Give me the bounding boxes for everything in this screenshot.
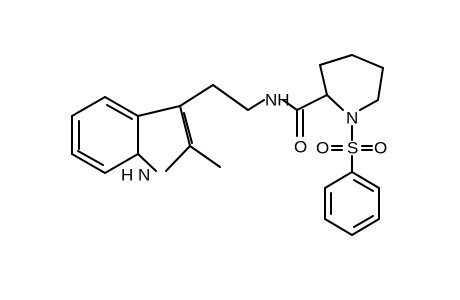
bond [282,99,298,111]
double-bond-inner [353,215,374,228]
bond [351,218,380,236]
bond [319,54,353,66]
indole-benzene-ring [71,96,139,174]
bond [359,99,379,111]
indole-pyrrole-ring [137,105,193,172]
bond [326,94,344,111]
bond [247,99,265,111]
bond [137,105,181,117]
bond [351,54,384,69]
bond [319,64,328,96]
pyrrolidine-ring [319,54,384,111]
bond [165,145,191,172]
bond [324,218,353,236]
bond [104,153,139,174]
bond [71,153,106,174]
methyl-bond [189,145,221,168]
bond [212,84,249,111]
double-bond-inner [77,150,104,166]
sulfonyl-oxygen-left-label: O [316,138,329,157]
double-bond-inner [353,179,374,192]
double-bond-inner [183,112,193,144]
bond [377,67,384,101]
bond [296,94,328,111]
carbonyl-oxygen-label: O [294,137,307,156]
bond [137,153,157,172]
bond [324,171,353,189]
pyrrolidine-nitrogen-label: N [346,108,358,127]
bond [351,171,380,189]
sulfur-label: S [347,138,358,157]
bond [179,105,191,147]
bond [71,96,106,117]
bond [104,96,139,117]
amide-nh-label: NH [265,90,290,109]
indole-nh-label: H N [121,165,150,184]
double-bond-inner [106,104,133,120]
phenyl-ring [324,171,380,236]
bond [179,84,214,107]
sulfonyl-oxygen-right-label: O [374,138,387,157]
